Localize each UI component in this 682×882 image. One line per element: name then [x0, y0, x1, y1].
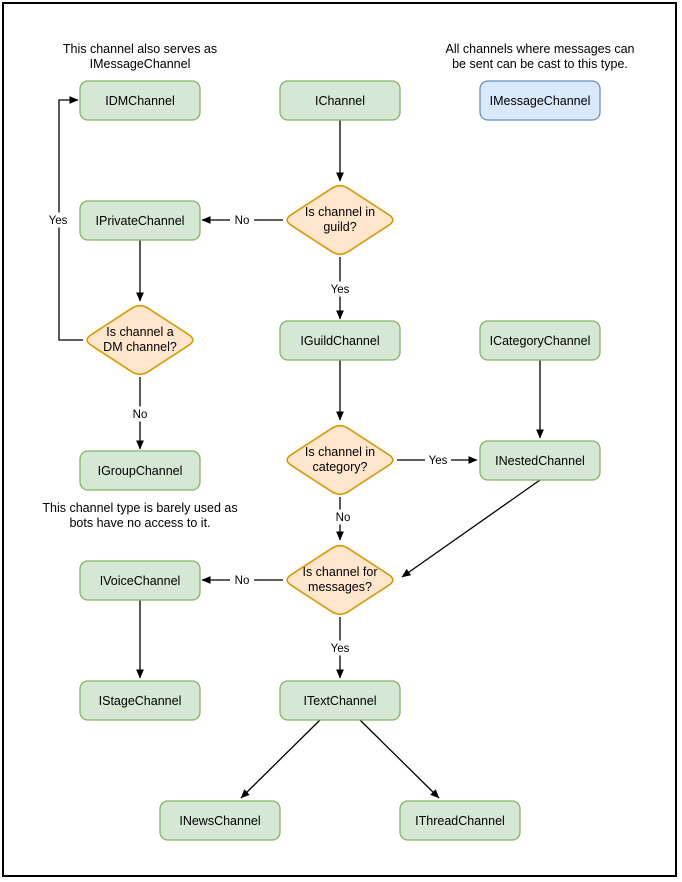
node-rect [159, 800, 281, 841]
decision-label-line: Is channel in [305, 445, 375, 459]
node-rect [79, 200, 201, 241]
edge-label-dm-no: No [128, 406, 152, 422]
edge-label-bg [425, 452, 451, 468]
edge-label-dm-yes: Yes [45, 212, 72, 228]
decision-shape [86, 304, 194, 376]
decision-label-line: Is channel for [302, 565, 377, 579]
decision-shape [286, 424, 394, 496]
node-rect [79, 450, 201, 491]
edge-label-category-no: No [332, 509, 354, 525]
node-idmchannel: IDMChannel [79, 80, 201, 121]
node-ichannel: IChannel [279, 80, 401, 121]
node-label: INestedChannel [495, 454, 585, 468]
edge-label-text: Yes [331, 284, 350, 296]
edge-label-guild-yes: Yes [327, 281, 353, 297]
decision-is-channel-in-guild: Is channel in guild? [286, 184, 394, 256]
node-label: IPrivateChannel [96, 214, 185, 228]
note-barely-used: This channel type is barely used as bots… [42, 501, 237, 530]
node-rect [79, 80, 201, 121]
node-rect [79, 560, 201, 601]
decision-label-line: guild? [323, 220, 356, 234]
note-line: This channel also serves as [63, 42, 217, 56]
edge-itextchannel-to-ithreadchannel [359, 719, 440, 799]
edge-label-messages-yes: Yes [327, 640, 353, 656]
node-rect [399, 800, 521, 841]
node-imessagechannel: IMessageChannel [479, 80, 601, 121]
edge-label-bg [230, 572, 254, 588]
edge-label-text: No [235, 575, 250, 587]
decision-label-line: DM channel? [103, 340, 177, 354]
edge-label-bg [128, 406, 152, 422]
note-serves-as-imessagechannel: This channel also serves as IMessageChan… [63, 42, 217, 71]
edge-label-messages-no: No [230, 572, 254, 588]
note-line: All channels where messages can [446, 42, 635, 56]
node-rect [479, 440, 601, 481]
edge-label-text: Yes [429, 455, 448, 467]
edge-labels: No Yes Yes No Yes No No Yes [45, 212, 451, 656]
node-rect [479, 80, 601, 121]
decisions: Is channel in guild? Is channel a DM cha… [86, 184, 394, 616]
edge-label-text: Yes [49, 215, 68, 227]
node-igroupchannel: IGroupChannel [79, 450, 201, 491]
node-label: IVoiceChannel [100, 574, 181, 588]
decision-label-line: Is channel in [305, 205, 375, 219]
notes: This channel also serves as IMessageChan… [42, 42, 634, 530]
edge-label-text: No [133, 409, 148, 421]
node-label: IStageChannel [99, 694, 182, 708]
decision-label-line: Is channel a [106, 325, 173, 339]
edge-label-text: No [235, 215, 250, 227]
node-label: IChannel [315, 94, 365, 108]
node-inestedchannel: INestedChannel [479, 440, 601, 481]
node-istagechannel: IStageChannel [79, 680, 201, 721]
node-rect [279, 80, 401, 121]
note-line: This channel type is barely used as [42, 501, 237, 515]
node-inewschannel: INewsChannel [159, 800, 281, 841]
node-rect [279, 680, 401, 721]
node-itextchannel: ITextChannel [279, 680, 401, 721]
edge-itextchannel-to-inewschannel [240, 719, 321, 799]
node-label: ICategoryChannel [490, 334, 591, 348]
nodes: IDMChannel IChannel IMessageChannel IPri… [79, 80, 601, 841]
node-label: IThreadChannel [415, 814, 505, 828]
note-cast-to-type: All channels where messages can be sent … [446, 42, 635, 71]
decision-shape [286, 544, 394, 616]
decision-label-line: messages? [308, 580, 372, 594]
node-rect [479, 320, 601, 361]
edge-label-category-yes: Yes [425, 452, 451, 468]
node-label: INewsChannel [179, 814, 260, 828]
note-line: bots have no access to it. [69, 516, 210, 530]
node-ithreadchannel: IThreadChannel [399, 800, 521, 841]
edge-label-bg [332, 509, 354, 525]
node-rect [279, 320, 401, 361]
edge-label-bg [230, 212, 254, 228]
decision-is-channel-for-messages: Is channel for messages? [286, 544, 394, 616]
edge-label-bg [45, 212, 72, 228]
node-label: ITextChannel [304, 694, 377, 708]
edge-label-bg [327, 640, 353, 656]
node-rect [79, 680, 201, 721]
edge-label-guild-no: No [230, 212, 254, 228]
node-label: IGroupChannel [98, 464, 183, 478]
node-label: IMessageChannel [490, 94, 591, 108]
edge-label-text: No [336, 512, 351, 524]
decision-label-line: category? [313, 460, 368, 474]
decision-is-channel-a-dm: Is channel a DM channel? [86, 304, 194, 376]
node-label: IDMChannel [105, 94, 174, 108]
decision-is-channel-in-category: Is channel in category? [286, 424, 394, 496]
node-iguildchannel: IGuildChannel [279, 320, 401, 361]
edge-inestedchannel-to-messages-decision [401, 479, 541, 578]
note-line: be sent can be cast to this type. [452, 57, 628, 71]
decision-shape [286, 184, 394, 256]
node-ivoicechannel: IVoiceChannel [79, 560, 201, 601]
edge-label-bg [327, 281, 353, 297]
edge-label-text: Yes [331, 643, 350, 655]
node-iprivatechannel: IPrivateChannel [79, 200, 201, 241]
node-label: IGuildChannel [300, 334, 379, 348]
note-line: IMessageChannel [90, 57, 191, 71]
node-icategorychannel: ICategoryChannel [479, 320, 601, 361]
